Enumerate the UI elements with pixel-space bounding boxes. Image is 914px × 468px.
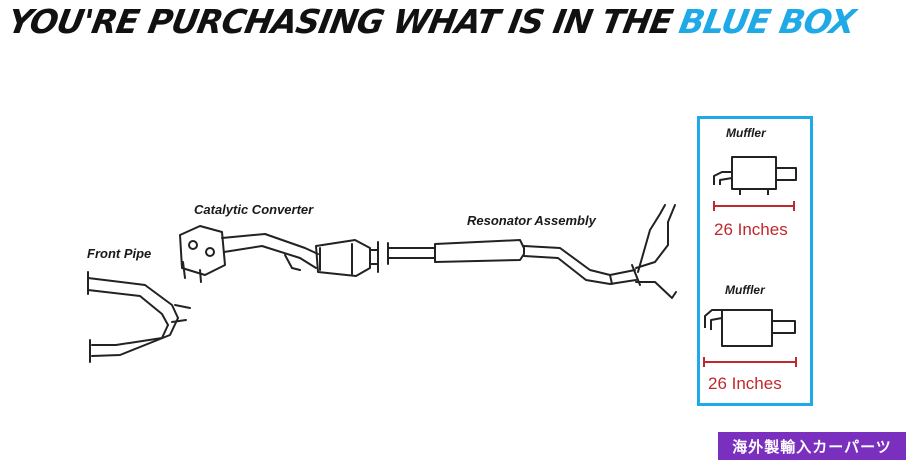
front-pipe-drawing bbox=[87, 271, 191, 363]
front-pipe-label: Front Pipe bbox=[87, 246, 152, 261]
catalytic-converter-label: Catalytic Converter bbox=[194, 202, 314, 217]
import-parts-badge: 海外製輸入カーパーツ bbox=[718, 432, 906, 460]
measurement-arrow-icon bbox=[703, 357, 797, 367]
muffler-measurement-2: 26 Inches bbox=[708, 374, 782, 393]
measurement-arrow-icon bbox=[713, 201, 795, 211]
catalytic-converter-drawing bbox=[179, 225, 379, 283]
muffler-measurement-1: 26 Inches bbox=[714, 220, 788, 239]
muffler-icon bbox=[713, 156, 797, 195]
resonator-assembly-drawing bbox=[387, 204, 677, 299]
blue-box bbox=[697, 116, 813, 406]
muffler-label-2: Muffler bbox=[725, 283, 765, 297]
muffler-icon bbox=[704, 309, 796, 347]
resonator-assembly-label: Resonator Assembly bbox=[467, 213, 596, 228]
muffler-label-1: Muffler bbox=[726, 126, 766, 140]
